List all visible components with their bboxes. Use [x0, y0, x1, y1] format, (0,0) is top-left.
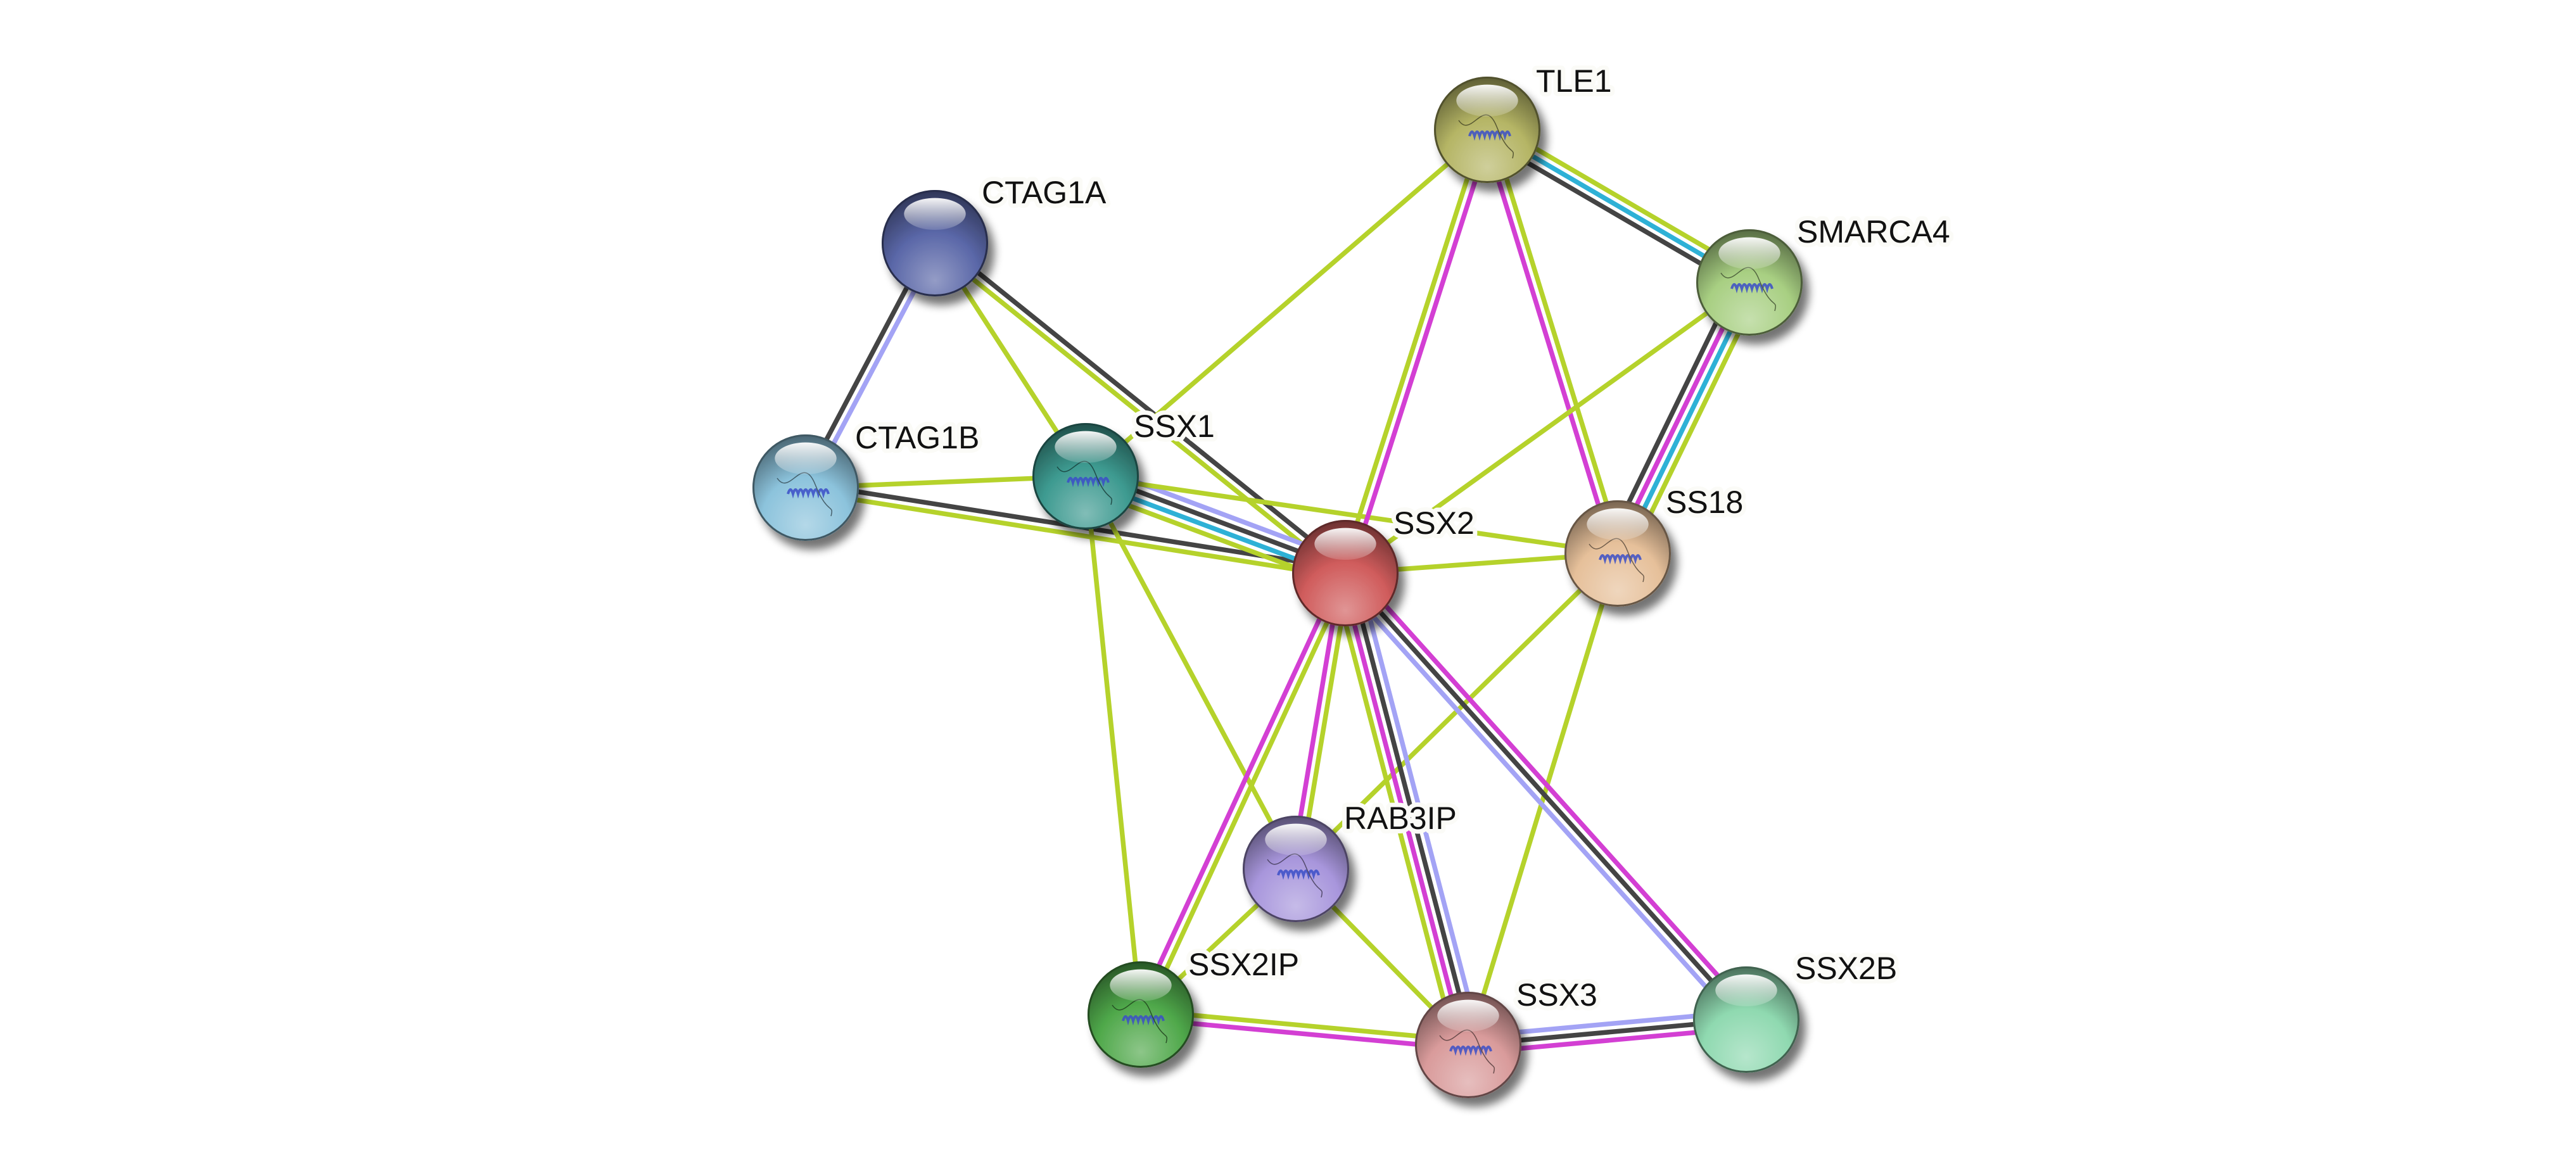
node-label-ssx2ip: SSX2IP	[1188, 947, 1299, 982]
node-rim	[1032, 423, 1139, 529]
edge-ssx2ip-ssx3[interactable]	[1140, 1008, 1469, 1052]
edge-line-textmining	[804, 489, 1345, 580]
node-label-ctag1a: CTAG1A	[982, 175, 1107, 210]
edge-tle1-ssx2[interactable]	[1339, 127, 1494, 576]
edge-ctag1a-ssx2[interactable]	[930, 237, 1350, 579]
edge-line-experiments	[1140, 1016, 1468, 1052]
edge-ssx1-rab3ip[interactable]	[1083, 475, 1298, 870]
node-smarca4[interactable]	[1696, 229, 1803, 336]
edge-line-experiments	[1347, 130, 1494, 576]
edge-ss18-ssx3[interactable]	[1466, 552, 1620, 1046]
protein-structure-icon	[1056, 460, 1112, 505]
node-label-smarca4: SMARCA4	[1797, 214, 1950, 250]
node-rim	[1292, 520, 1399, 626]
edge-line-homology	[1337, 577, 1742, 1027]
node-rim	[1564, 500, 1671, 607]
edge-line-textmining	[1142, 574, 1352, 1018]
node-ssx2[interactable]	[1292, 520, 1399, 626]
node-label-rab3ip: RAB3IP	[1344, 800, 1457, 836]
edge-line-coexpression	[1343, 571, 1748, 1022]
edge-ssx2-ssx2ip[interactable]	[1134, 570, 1352, 1018]
node-ctag1b[interactable]	[752, 434, 859, 541]
edge-tle1-ss18[interactable]	[1481, 127, 1624, 556]
edge-line-coexpression	[936, 237, 1350, 572]
edge-line-textmining	[1488, 127, 1624, 554]
protein-structure-icon	[1589, 538, 1644, 583]
edge-line-textmining	[1343, 280, 1751, 576]
edge-line-experiments	[1134, 570, 1344, 1014]
edge-line-textmining	[1466, 552, 1620, 1046]
node-highlight	[1265, 823, 1327, 856]
node-label-ctag1b: CTAG1B	[855, 420, 979, 455]
edge-line-coexpression	[1347, 571, 1475, 1045]
edge-line-experiments	[1481, 130, 1616, 556]
node-ssx2ip[interactable]	[1088, 961, 1194, 1068]
edge-ssx2-ssx2b[interactable]	[1337, 566, 1754, 1027]
node-highlight	[1314, 528, 1376, 560]
node-highlight	[1055, 431, 1117, 463]
node-highlight	[1587, 508, 1649, 540]
edge-ssx2-ssx3[interactable]	[1331, 569, 1483, 1049]
protein-structure-icon	[777, 472, 832, 517]
node-rab3ip[interactable]	[1243, 816, 1349, 922]
protein-structure-icon	[1439, 1029, 1495, 1074]
node-label-ssx2b: SSX2B	[1795, 951, 1897, 986]
edge-line-textmining	[930, 244, 1345, 579]
node-rim	[1434, 77, 1540, 183]
node-rim	[1243, 816, 1349, 922]
node-rim	[1415, 992, 1521, 1098]
node-ctag1a[interactable]	[882, 190, 988, 296]
edge-line-experiments	[1349, 566, 1754, 1016]
edge-line-textmining	[1083, 476, 1143, 1015]
edge-line-textmining	[1084, 128, 1489, 478]
node-highlight	[1456, 84, 1518, 117]
edge-ssx1-ssx2ip[interactable]	[1083, 476, 1143, 1015]
edge-line-textmining	[1339, 127, 1486, 573]
protein-structure-icon	[1267, 853, 1323, 898]
edge-line-textmining	[1083, 475, 1298, 870]
node-highlight	[1718, 237, 1780, 269]
node-rim	[1088, 961, 1194, 1068]
node-highlight	[1110, 969, 1172, 1002]
edge-ssx1-ss18[interactable]	[1085, 474, 1618, 556]
edge-line-textmining	[1331, 575, 1459, 1049]
node-ssx1[interactable]	[1032, 423, 1139, 529]
edge-smarca4-ssx2[interactable]	[1343, 280, 1751, 576]
nodes-layer	[752, 77, 1803, 1098]
node-ss18[interactable]	[1564, 500, 1671, 607]
node-rim	[752, 434, 859, 541]
node-rim	[882, 190, 988, 296]
edge-line-experiments	[1339, 573, 1467, 1047]
protein-structure-icon	[1720, 267, 1776, 312]
node-ssx2b[interactable]	[1693, 966, 1799, 1073]
node-highlight	[904, 198, 966, 230]
node-label-ssx1: SSX1	[1134, 408, 1215, 444]
edge-line-textmining	[1085, 474, 1618, 556]
node-highlight	[775, 442, 837, 474]
node-ssx3[interactable]	[1415, 992, 1521, 1098]
protein-structure-icon	[1112, 999, 1167, 1044]
edge-line-textmining	[1141, 1008, 1469, 1044]
node-label-ss18: SS18	[1666, 484, 1743, 520]
node-highlight	[1715, 974, 1777, 1007]
node-highlight	[1437, 999, 1499, 1032]
edge-line-homology	[1355, 569, 1483, 1043]
node-tle1[interactable]	[1434, 77, 1540, 183]
node-label-ssx2: SSX2	[1393, 505, 1475, 541]
node-rim	[1693, 966, 1799, 1073]
node-label-tle1: TLE1	[1536, 63, 1612, 99]
node-rim	[1696, 229, 1803, 336]
edge-ssx1-tle1[interactable]	[1084, 128, 1489, 478]
node-label-ssx3: SSX3	[1516, 977, 1597, 1013]
protein-structure-icon	[1458, 114, 1514, 159]
